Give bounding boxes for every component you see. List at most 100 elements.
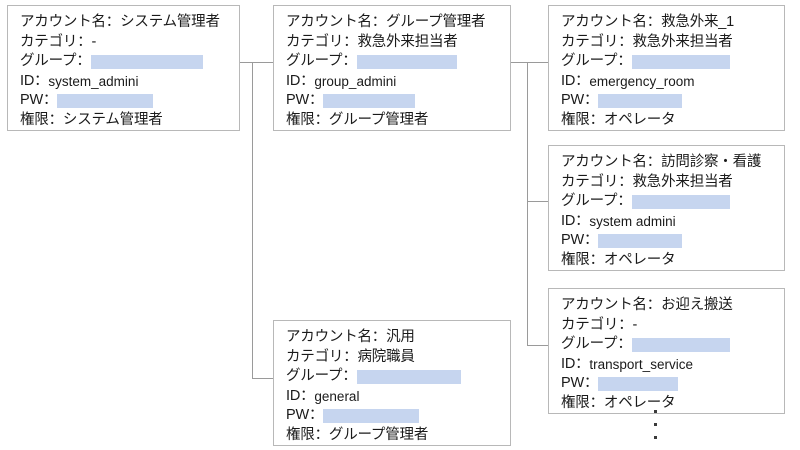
field-label-id: ID： <box>286 387 315 404</box>
redaction-bar-pw <box>323 93 416 108</box>
field-label-id: ID： <box>561 72 590 89</box>
field-category: カテゴリ： 救急外来担当者 <box>561 33 774 53</box>
field-value-id: transport_service <box>589 356 693 372</box>
field-label-pw: PW： <box>561 92 599 108</box>
field-label-group: グループ： <box>561 193 632 209</box>
field-label-account-name: アカウント名： <box>286 329 387 345</box>
field-value-category: 救急外来担当者 <box>632 173 733 190</box>
field-pw: PW： <box>561 91 774 111</box>
field-value-account-name: グループ管理者 <box>386 14 486 30</box>
redaction-bar-group <box>631 194 730 209</box>
redaction-bar-group <box>631 337 730 352</box>
field-label-account-name: アカウント名： <box>20 14 121 30</box>
field-role: 権限： システム管理者 <box>20 111 229 131</box>
field-label-group: グループ： <box>561 53 632 69</box>
ellipsis-dot <box>654 423 657 426</box>
field-group: グループ： <box>561 52 774 72</box>
field-value-category: - <box>632 316 638 333</box>
field-account-name: アカウント名： お迎え搬送 <box>561 296 774 316</box>
field-category: カテゴリ： - <box>561 316 774 336</box>
account-card-home-visit-care-nursing[interactable]: アカウント名： 訪問診察・看護 カテゴリ： 救急外来担当者 グループ： ID： … <box>548 145 785 271</box>
connector-card2-to-trunk <box>511 62 528 63</box>
field-value-account-name: システム管理者 <box>120 14 220 30</box>
field-role: 権限： グループ管理者 <box>286 426 500 446</box>
field-role: 権限： オペレータ <box>561 394 774 414</box>
redaction-bar-group <box>631 54 730 69</box>
field-value-category: 救急外来担当者 <box>632 33 733 50</box>
account-card-group-administrator[interactable]: アカウント名： グループ管理者 カテゴリ： 救急外来担当者 グループ： ID： … <box>273 5 511 131</box>
field-label-pw: PW： <box>286 407 324 423</box>
field-group: グループ： <box>286 367 500 387</box>
field-label-group: グループ： <box>561 336 632 352</box>
field-label-category: カテゴリ： <box>561 33 633 50</box>
field-value-id: group_admini <box>314 73 397 89</box>
field-label-category: カテゴリ： <box>561 173 633 190</box>
account-card-pickup-transport[interactable]: アカウント名： お迎え搬送 カテゴリ： - グループ： ID： transpor… <box>548 288 785 414</box>
connector-card1-to-trunk <box>240 62 253 63</box>
connector-trunk-to-card6 <box>252 378 274 379</box>
field-label-role: 権限： <box>20 111 63 128</box>
field-pw: PW： <box>561 374 774 394</box>
field-label-group: グループ： <box>20 53 91 69</box>
field-account-name: アカウント名： システム管理者 <box>20 13 229 33</box>
field-label-role: 権限： <box>561 111 604 128</box>
field-account-name: アカウント名： 救急外来_1 <box>561 13 774 33</box>
field-pw: PW： <box>20 91 229 111</box>
field-label-account-name: アカウント名： <box>286 14 387 30</box>
connector-trunk-to-card2 <box>252 62 274 63</box>
field-value-id: system_admini <box>48 73 139 89</box>
ellipsis-dot <box>654 410 657 413</box>
account-card-emergency-outpatient-1[interactable]: アカウント名： 救急外来_1 カテゴリ： 救急外来担当者 グループ： ID： e… <box>548 5 785 131</box>
field-label-id: ID： <box>286 72 315 89</box>
connector-trunk-to-card4 <box>527 201 549 202</box>
redaction-bar-pw <box>323 408 420 423</box>
field-category: カテゴリ： 救急外来担当者 <box>286 33 500 53</box>
field-value-account-name: 訪問診察・看護 <box>661 154 762 170</box>
ellipsis-dot <box>654 436 657 439</box>
field-role: 権限： グループ管理者 <box>286 111 500 131</box>
field-label-group: グループ： <box>286 53 357 69</box>
field-value-role: グループ管理者 <box>328 111 429 128</box>
field-account-name: アカウント名： グループ管理者 <box>286 13 500 33</box>
field-pw: PW： <box>286 91 500 111</box>
connector-trunk-to-card5 <box>527 345 549 346</box>
field-category: カテゴリ： 救急外来担当者 <box>561 173 774 193</box>
field-value-id: general <box>314 388 360 404</box>
field-group: グループ： <box>286 52 500 72</box>
redaction-bar-group <box>356 54 457 69</box>
field-value-category: 救急外来担当者 <box>357 33 458 50</box>
field-label-role: 権限： <box>561 394 604 411</box>
field-pw: PW： <box>561 231 774 251</box>
redaction-bar-group <box>356 369 461 384</box>
field-label-pw: PW： <box>20 92 58 108</box>
field-label-pw: PW： <box>561 232 599 248</box>
field-value-account-name: 汎用 <box>386 329 415 345</box>
field-label-category: カテゴリ： <box>561 316 633 333</box>
field-group: グループ： <box>561 335 774 355</box>
field-value-category: - <box>91 33 97 50</box>
field-category: カテゴリ： - <box>20 33 229 53</box>
field-role: 権限： オペレータ <box>561 251 774 271</box>
field-value-role: オペレータ <box>603 251 676 268</box>
connector-trunk-to-card3 <box>527 62 549 63</box>
field-label-role: 権限： <box>286 426 329 443</box>
field-id: ID： system admini <box>561 212 774 232</box>
account-card-system-administrator[interactable]: アカウント名： システム管理者 カテゴリ： - グループ： ID： system… <box>7 5 240 131</box>
field-label-category: カテゴリ： <box>286 348 358 365</box>
field-id: ID： emergency_room <box>561 72 774 92</box>
redaction-bar-pw <box>598 233 683 248</box>
field-label-id: ID： <box>20 72 49 89</box>
field-role: 権限： オペレータ <box>561 111 774 131</box>
field-id: ID： system_admini <box>20 72 229 92</box>
redaction-bar-pw <box>57 93 154 108</box>
field-value-role: システム管理者 <box>62 111 163 128</box>
field-label-account-name: アカウント名： <box>561 297 662 313</box>
field-label-account-name: アカウント名： <box>561 14 662 30</box>
field-label-account-name: アカウント名： <box>561 154 662 170</box>
connector-left-trunk <box>252 62 253 379</box>
account-card-general-purpose[interactable]: アカウント名： 汎用 カテゴリ： 病院職員 グループ： ID： general … <box>273 320 511 446</box>
field-value-account-name: 救急外来_1 <box>661 14 735 30</box>
vertical-ellipsis-icon <box>654 410 657 439</box>
field-label-pw: PW： <box>286 92 324 108</box>
